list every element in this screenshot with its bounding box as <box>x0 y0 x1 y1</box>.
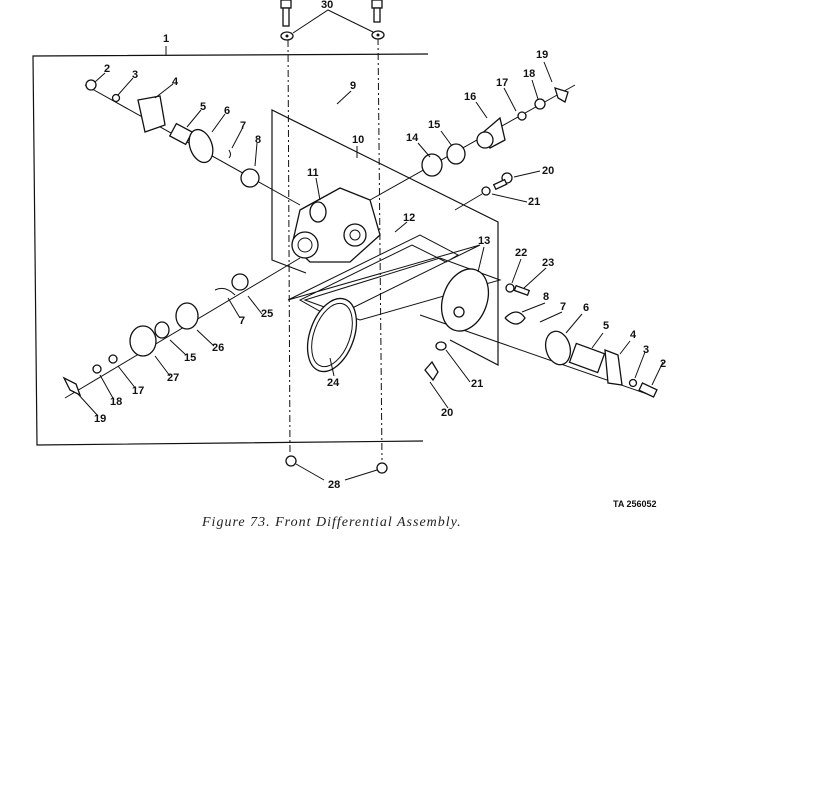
callout-14: 14 <box>406 132 419 144</box>
callout-15-lower: 15 <box>184 352 196 364</box>
callout-11: 11 <box>307 167 319 179</box>
callout-16: 16 <box>464 91 476 103</box>
callout-6: 6 <box>224 105 230 117</box>
differential-carrier <box>291 187 381 263</box>
callout-25: 25 <box>261 308 273 320</box>
callout-10: 10 <box>352 134 364 146</box>
callout-21-lower: 21 <box>471 378 483 390</box>
callout-18-lower: 18 <box>110 396 122 408</box>
leader-lines <box>77 61 664 417</box>
callout-12: 12 <box>403 212 415 224</box>
bottom-nuts <box>285 455 388 481</box>
callout-9: 9 <box>350 80 356 92</box>
callout-20-lower: 20 <box>441 407 453 419</box>
callout-labels: 1 30 2 3 4 5 6 7 8 9 10 11 12 13 14 15 1… <box>94 0 666 491</box>
callout-8: 8 <box>255 134 261 146</box>
assembly-frame <box>32 46 429 446</box>
callout-7-lower: 7 <box>239 315 245 327</box>
callout-13: 13 <box>478 235 490 247</box>
callout-6-right: 6 <box>583 302 589 314</box>
callout-3-right: 3 <box>643 344 649 356</box>
callout-23: 23 <box>542 257 554 269</box>
callout-17-lower: 17 <box>132 385 144 397</box>
callout-7: 7 <box>240 120 246 132</box>
callout-24: 24 <box>327 377 340 389</box>
callout-30: 30 <box>321 0 333 11</box>
callout-18: 18 <box>523 68 535 80</box>
figure-caption: Figure 73. Front Differential Assembly. <box>201 515 462 530</box>
callout-8-right: 8 <box>543 291 549 303</box>
right-lower-parts <box>424 268 658 398</box>
callout-1: 1 <box>163 33 169 45</box>
callout-2: 2 <box>104 63 110 75</box>
callout-27: 27 <box>167 372 179 384</box>
callout-19-lower: 19 <box>94 413 106 425</box>
right-upper-parts <box>421 87 569 211</box>
callout-4: 4 <box>172 76 179 88</box>
callout-5: 5 <box>200 101 206 113</box>
callout-26: 26 <box>212 342 224 354</box>
callout-19: 19 <box>536 49 548 61</box>
callout-15: 15 <box>428 119 440 131</box>
callout-21: 21 <box>528 196 540 208</box>
callout-22: 22 <box>515 247 527 259</box>
callout-2-right: 2 <box>660 358 666 370</box>
gasket <box>306 297 358 373</box>
figure-code: TA 256052 <box>613 499 657 509</box>
top-bolts <box>280 0 385 41</box>
callout-7-right: 7 <box>560 301 566 313</box>
left-lower-parts <box>62 273 249 397</box>
left-upper-parts <box>85 79 260 188</box>
callout-17: 17 <box>496 77 508 89</box>
callout-5-right: 5 <box>603 320 609 332</box>
callout-28: 28 <box>328 479 340 491</box>
callout-4-right: 4 <box>630 329 637 341</box>
callout-20: 20 <box>542 165 554 177</box>
bolt-centerlines <box>287 37 383 461</box>
callout-3: 3 <box>132 69 138 81</box>
